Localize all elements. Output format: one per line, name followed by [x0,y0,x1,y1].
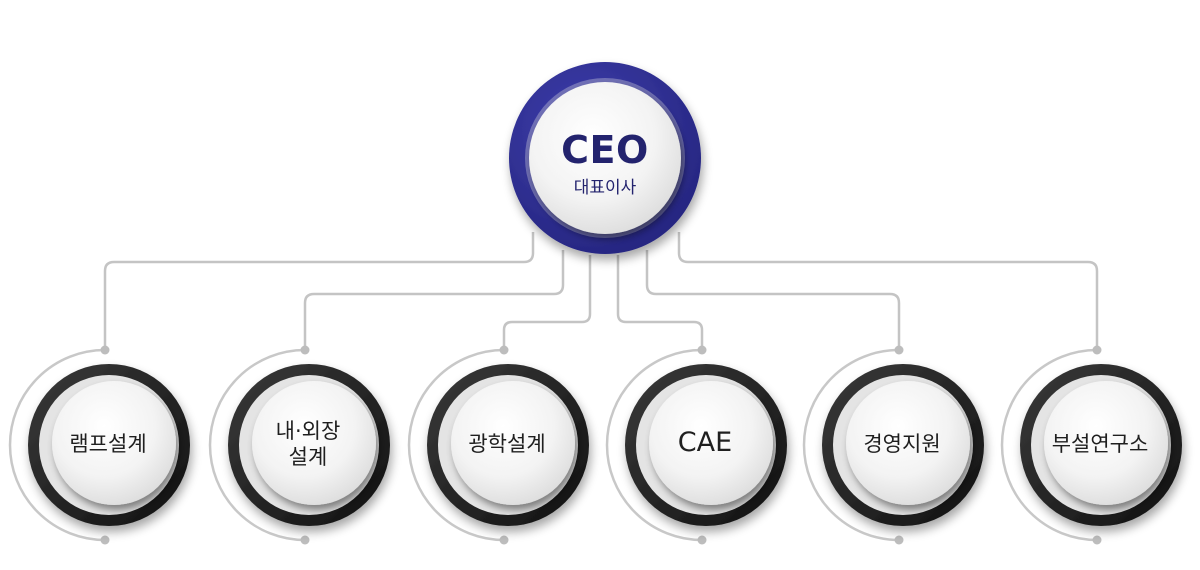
department-face [649,381,773,505]
department-face [52,381,176,505]
department-label: 광학설계 [468,432,545,456]
department-node-3: 광학설계 [407,345,589,545]
department-outer-arc [8,348,106,542]
connector-dot-top [697,345,707,355]
department-outer-arc [208,348,306,542]
connector-dot-bottom [499,535,509,545]
connector-dot-bottom [100,535,110,545]
department-outer-arc [407,348,505,542]
connector-to-dept-3 [502,255,592,350]
department-outer-arc [802,348,900,542]
connector-to-dept-6 [677,232,1099,350]
connector-to-dept-4 [616,255,704,350]
connector-dot-top [1092,345,1102,355]
connector-dot-bottom [300,535,310,545]
department-node-5: 경영지원 [802,345,984,545]
department-label: CAE [678,427,732,458]
department-face [846,381,970,505]
connector-to-dept-5 [645,250,901,350]
department-node-6: 부설연구소 [1000,345,1182,545]
connector-dot-bottom [697,535,707,545]
ceo-node: CEO 대표이사 [509,62,701,254]
ceo-title: CEO [561,128,649,172]
connector-dot-top [499,345,509,355]
ceo-face [529,82,681,234]
department-label: 램프설계 [69,432,146,456]
connector-dot-bottom [1092,535,1102,545]
connector-dot-bottom [894,535,904,545]
ceo-subtitle: 대표이사 [574,178,637,198]
department-outer-arc [1000,348,1098,542]
department-face [1044,381,1168,505]
department-node-1: 램프설계 [8,345,190,545]
department-label: 설계 [289,445,328,469]
connector-dot-top [300,345,310,355]
connector-to-dept-2 [303,250,565,350]
connector-lines [103,232,1099,350]
department-face [451,381,575,505]
department-outer-arc [605,348,703,542]
department-label: 내·외장 [276,419,341,443]
department-face [252,381,376,505]
department-node-4: CAE [605,345,787,545]
department-label: 경영지원 [863,432,940,456]
connector-to-dept-1 [103,232,535,350]
department-label: 부설연구소 [1052,432,1149,456]
connector-dot-top [100,345,110,355]
connector-dot-top [894,345,904,355]
